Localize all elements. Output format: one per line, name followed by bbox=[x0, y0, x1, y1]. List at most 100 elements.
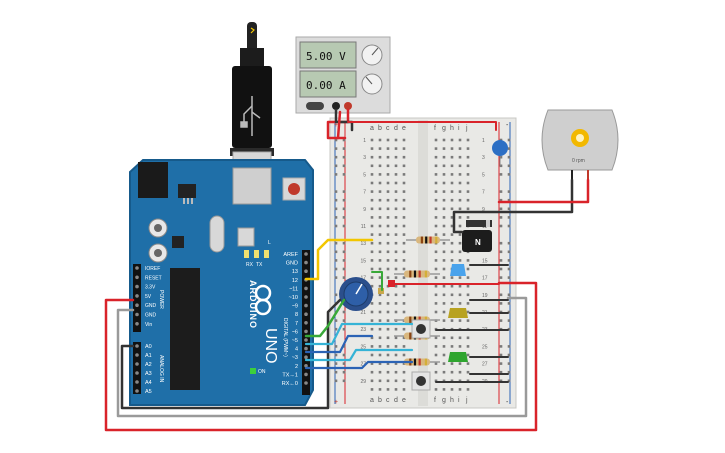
diode[interactable] bbox=[466, 220, 492, 227]
column-letter: f bbox=[434, 397, 436, 404]
potentiometer[interactable] bbox=[339, 277, 384, 311]
power-pin-label: 5V bbox=[145, 294, 152, 300]
row-number: 17 bbox=[360, 276, 366, 282]
power-pin-label: 3.3V bbox=[145, 285, 156, 291]
row-number: 1 bbox=[363, 138, 366, 144]
digital-pin-label: ~3 bbox=[292, 355, 298, 361]
column-letter: j bbox=[465, 125, 468, 132]
digital-pin-label: 13 bbox=[292, 269, 298, 275]
led-label-l: L bbox=[268, 240, 271, 246]
row-number: 3 bbox=[363, 155, 366, 161]
reset-button[interactable] bbox=[282, 177, 306, 201]
digital-pin-label: ~11 bbox=[289, 286, 298, 292]
current-readout: 0.00 A bbox=[306, 79, 346, 92]
row-number: 27 bbox=[482, 362, 488, 368]
resistor[interactable] bbox=[406, 236, 450, 244]
power-supply[interactable]: 5.00 V 0.00 A bbox=[295, 36, 391, 114]
status-leds: RX TX L ON bbox=[244, 240, 271, 375]
column-letter: a bbox=[370, 397, 374, 404]
digital-pin-label: 7 bbox=[295, 321, 298, 327]
svg-text:+: + bbox=[334, 399, 338, 406]
row-number: 23 bbox=[360, 327, 366, 333]
svg-text:POWER: POWER bbox=[158, 290, 164, 309]
usb-icon bbox=[240, 96, 261, 136]
npn-transistor[interactable]: N bbox=[462, 230, 492, 252]
led-blue[interactable] bbox=[450, 264, 466, 276]
power-switch[interactable] bbox=[306, 102, 324, 110]
voltage-readout: 5.00 V bbox=[306, 50, 346, 63]
row-number: 7 bbox=[363, 190, 366, 196]
digital-pin-label: 8 bbox=[295, 312, 298, 318]
capacitors bbox=[148, 218, 168, 263]
dc-motor[interactable]: 0 rpm bbox=[541, 109, 619, 180]
column-letter: i bbox=[458, 397, 460, 404]
voltage-regulator bbox=[178, 184, 196, 198]
terminal-negative bbox=[332, 102, 340, 110]
row-number: 25 bbox=[360, 344, 366, 350]
analog-pin-label: A4 bbox=[145, 380, 152, 386]
digital-pin-label: ~6 bbox=[292, 329, 298, 335]
row-number: 11 bbox=[361, 224, 366, 230]
analog-pin-label: A2 bbox=[145, 362, 152, 368]
column-letter: d bbox=[394, 125, 398, 132]
svg-text:-: - bbox=[506, 122, 509, 129]
arduino-uno-board[interactable]: RX TX L ON ARDUINO UNO POWER IOREF RESET 3… bbox=[129, 159, 314, 406]
current-knob[interactable] bbox=[361, 73, 383, 95]
digital-pin-label: ~5 bbox=[292, 338, 298, 344]
power-jack bbox=[138, 162, 168, 198]
analog-pin-label: A5 bbox=[145, 389, 152, 395]
ceramic-capacitor[interactable] bbox=[492, 140, 508, 166]
row-number: 9 bbox=[482, 207, 485, 213]
current-display bbox=[299, 70, 357, 98]
digital-pin-label: ~10 bbox=[289, 295, 298, 301]
row-number: 5 bbox=[363, 172, 366, 178]
push-button-1[interactable] bbox=[411, 319, 431, 339]
row-number: 17 bbox=[482, 276, 488, 282]
led-label-tx: TX bbox=[256, 262, 263, 268]
row-number: 3 bbox=[482, 155, 485, 161]
components: N bbox=[339, 140, 508, 391]
digital-header: DIGITAL (PWM~) AREFGND1312~11~10~987~6~5… bbox=[282, 250, 310, 395]
power-pin-label: GND bbox=[145, 303, 157, 309]
column-letter: c bbox=[386, 125, 390, 132]
svg-text:DIGITAL (PWM~): DIGITAL (PWM~) bbox=[282, 318, 288, 357]
crystal bbox=[209, 215, 225, 253]
voltage-knob[interactable] bbox=[361, 44, 383, 66]
resistor[interactable] bbox=[394, 270, 440, 278]
arduino-brand: ARDUINO bbox=[248, 280, 258, 329]
digital-pin-label: RX←0 bbox=[282, 381, 298, 387]
power-header: POWER IOREF RESET 3.3V 5V GND GND Vin bbox=[133, 264, 164, 332]
column-letter: h bbox=[450, 125, 454, 132]
power-pin-label: Vin bbox=[145, 322, 152, 328]
motor-speed: 0 rpm bbox=[572, 158, 585, 164]
row-number: 7 bbox=[482, 190, 485, 196]
row-number: 29 bbox=[360, 379, 366, 385]
power-pin-label: GND bbox=[145, 313, 157, 319]
row-number: 27 bbox=[360, 362, 366, 368]
digital-pin-label: 2 bbox=[295, 364, 298, 370]
column-letter: d bbox=[394, 397, 398, 404]
wires bbox=[104, 108, 590, 432]
led-yellow[interactable] bbox=[448, 308, 468, 318]
power-pin-label: IOREF bbox=[145, 266, 160, 272]
row-number: 5 bbox=[482, 172, 485, 178]
row-number: 25 bbox=[482, 344, 488, 350]
svg-text:-: - bbox=[506, 399, 509, 406]
digital-pin-label: 12 bbox=[292, 278, 298, 284]
push-button-2[interactable] bbox=[411, 371, 431, 391]
led-label-rx: RX bbox=[246, 262, 254, 268]
svg-text:+: + bbox=[334, 122, 338, 129]
analog-pin-label: A3 bbox=[145, 371, 152, 377]
row-number: 21 bbox=[360, 310, 366, 316]
power-pin-label: RESET bbox=[145, 275, 162, 281]
led-red[interactable] bbox=[388, 280, 395, 287]
digital-pin-label: TX→1 bbox=[282, 372, 298, 378]
digital-pin-label: GND bbox=[286, 261, 298, 267]
row-number: 13 bbox=[360, 241, 366, 247]
arduino-model: UNO bbox=[262, 328, 279, 364]
digital-pin-label: AREF bbox=[283, 252, 298, 258]
svg-text:ANALOG IN: ANALOG IN bbox=[158, 355, 164, 383]
led-green[interactable] bbox=[448, 352, 468, 362]
